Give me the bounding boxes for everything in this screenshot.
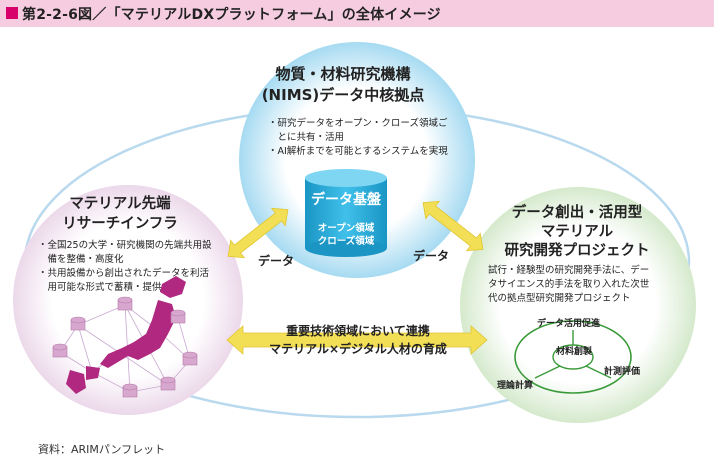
nims-bullet: ・研究データをオープン・クローズ領域ご (268, 118, 448, 129)
project-circle (460, 187, 696, 423)
double-arrow-icon (226, 325, 488, 355)
nims-title: 物質・材料研究機構 (NIMS)データ中核拠点 (258, 64, 428, 106)
nims-bullet: とに共有・活用 (268, 132, 345, 143)
database-cylinder-icon (305, 169, 387, 257)
infra-title-line: マテリアル先端 (69, 196, 171, 212)
project-title: データ創出・活用型 マテリアル 研究開発プロジェクト (487, 204, 667, 261)
equipment-cylinder-icon (182, 351, 198, 366)
figure-title: 第2-2-6図／「マテリアルDXプラットフォーム」の全体イメージ (22, 7, 441, 23)
japan-map-icon (52, 276, 198, 398)
cycle-inner-label: 材料創製 (556, 347, 593, 357)
equipment-cylinder-icon (117, 296, 133, 311)
nims-circle (239, 42, 475, 278)
project-desc-line: 代の拠点型研究開発プロジェクト (488, 293, 631, 304)
center-line: マテリアル×デジタル人材の育成 (269, 342, 447, 356)
project-title-line: 研究開発プロジェクト (504, 243, 650, 259)
double-arrow-icon (227, 207, 289, 259)
project-description: 試行・経験型の研究開発手法に、デー タサイエンス的手法を取り入れた次世 代の拠点… (488, 264, 649, 306)
database-sub-line: クローズ領域 (317, 236, 375, 247)
cycle-outer-label: データ活用促進 (537, 319, 601, 329)
center-line: 重要技術領域において連携 (286, 324, 430, 338)
infra-title-line: リサーチインフラ (62, 216, 178, 232)
infra-title: マテリアル先端 リサーチインフラ (40, 194, 200, 234)
nims-title-line: (NIMS)データ中核拠点 (261, 86, 425, 104)
equipment-cylinder-icon (70, 316, 86, 331)
double-arrow-icon (422, 200, 484, 252)
equipment-cylinder-icon (160, 376, 176, 391)
infra-bullet: 用可能な形式で蓄積・提供 (38, 282, 162, 293)
figure-source: 資料：ARIMパンフレット (38, 443, 166, 456)
infra-bullet: ・共用設備から創出されたデータを利活 (38, 268, 210, 279)
equipment-cylinder-icon (52, 343, 68, 358)
database-label: データ基盤 (311, 192, 381, 208)
project-desc-line: 試行・経験型の研究開発手法に、デー (488, 265, 650, 276)
flow-label-left: データ (258, 254, 295, 268)
database-sub-line: オープン領域 (317, 223, 375, 234)
project-title-line: データ創出・活用型 (511, 205, 643, 221)
header-marker-icon (6, 7, 18, 19)
infra-bullet: 備を整備・高度化 (38, 254, 124, 265)
cycle-left-label: 理論計算 (497, 381, 534, 391)
nims-bullet: ・AI解析までを可能とするシステムを実現 (268, 146, 448, 157)
equipment-cylinder-icon (170, 309, 186, 324)
project-desc-line: タサイエンス的手法を取り入れた次世 (488, 279, 650, 290)
infra-bullets: ・全国25の大学・研究機関の先端共用設 備を整備・高度化 ・共用設備から創出され… (38, 239, 212, 295)
infra-bullet: ・全国25の大学・研究機関の先端共用設 (38, 240, 212, 251)
research-cycle (514, 320, 632, 394)
figure-header: 第2-2-6図／「マテリアルDXプラットフォーム」の全体イメージ (0, 0, 714, 27)
center-collaboration: 重要技術領域において連携 マテリアル×デジタル人材の育成 (238, 322, 478, 358)
database-sub: オープン領域 クローズ領域 (305, 222, 387, 248)
nims-bullets: ・研究データをオープン・クローズ領域ご とに共有・活用 ・AI解析までを可能とす… (268, 117, 448, 159)
flow-label-right: データ (413, 249, 450, 263)
project-title-line: マテリアル (540, 224, 614, 240)
nims-title-line: 物質・材料研究機構 (275, 65, 411, 83)
cycle-right-label: 計測評価 (604, 367, 641, 377)
equipment-cylinder-icon (122, 383, 138, 398)
